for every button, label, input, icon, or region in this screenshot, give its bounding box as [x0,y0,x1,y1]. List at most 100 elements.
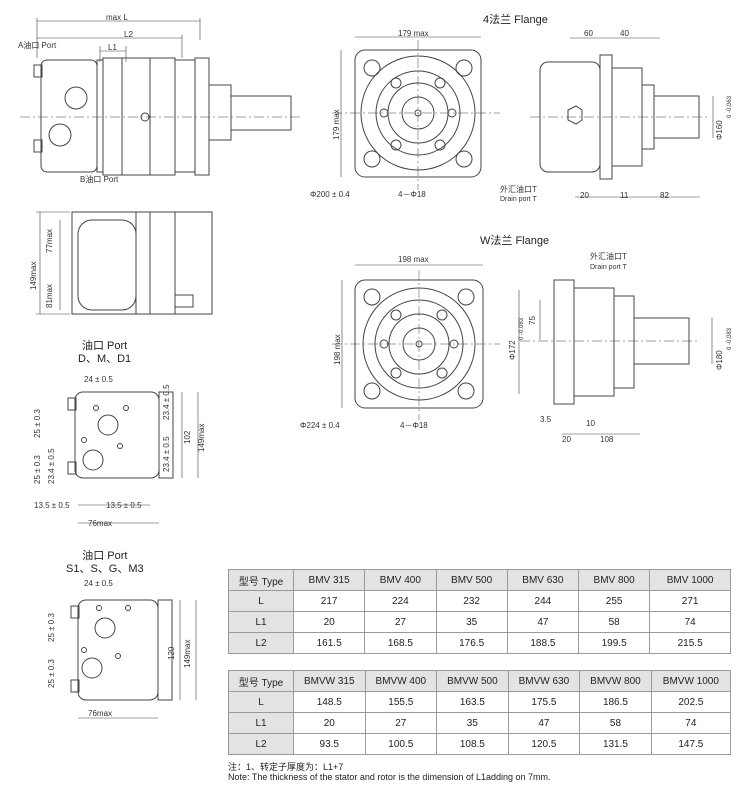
note-cn: 注：1、转定子厚度为：L1+7 [228,762,344,772]
table-cell: 215.5 [649,632,731,654]
table-row: L 148.5 155.5 163.5 175.5 186.5 202.5 [228,691,732,713]
table-row: L2 93.5 100.5 108.5 120.5 131.5 147.5 [228,733,732,755]
table-row: L2 161.5 168.5 176.5 188.5 199.5 215.5 [228,632,731,654]
table-cell: 147.5 [650,733,732,755]
dim-13-5-b: 13.5 ± 0.5 [106,501,142,510]
table-header-row: 型号 Type BMV 315 BMV 400 BMV 500 BMV 630 … [228,569,731,591]
dim-4-phi18-a: 4－Φ18 [398,190,426,199]
dim-25-b: 25 ± 0.3 [33,455,42,484]
dim-25-d: 25 ± 0.3 [47,659,56,688]
dim-60: 60 [584,29,593,38]
dim-82: 82 [660,191,669,200]
tol-phi160: 0 -0.063 [727,95,733,118]
dim-24-b: 24 ± 0.5 [84,579,113,588]
table-cell: L2 [228,632,294,654]
table-cell: 58 [577,611,651,633]
table-row: L1 20 27 35 47 58 74 [228,712,732,734]
tol-phi180: 0 -0.083 [727,327,733,350]
dim-149max-d: 149max [197,423,206,452]
table-cell: 255 [577,590,651,612]
table-row: L 217 224 232 244 255 271 [228,590,731,612]
table-cell: 74 [649,611,731,633]
dim-198-width: 198 max [398,255,429,264]
flange4-front-view [332,36,500,190]
dim-108: 108 [600,435,614,444]
dim-13-5-a: 13.5 ± 0.5 [34,501,70,510]
table-cell: BMVW 630 [507,670,581,692]
table-cell: 27 [364,712,438,734]
port-s-title-en: S1、S、G、M3 [66,562,144,575]
dim-149max: 149max [29,261,38,290]
table-cell: 163.5 [436,691,509,713]
dim-l2: L2 [124,30,133,39]
dim-phi160: Φ160 [715,120,724,140]
table-header-row: 型号 Type BMVW 315 BMVW 400 BMVW 500 BMVW … [228,670,732,692]
drain-port-cn-a: 外汇油口T [500,185,537,194]
table-cell: BMV 630 [506,569,580,591]
dim-phi172: Φ172 [508,340,517,360]
table-cell: 217 [292,590,366,612]
dim-179-width: 179 max [398,29,429,38]
port-d-view [67,391,199,524]
dim-102: 102 [183,430,192,444]
table-cell: 176.5 [435,632,508,654]
dim-23-4-b: 23.4 ± 0.5 [162,436,171,472]
table-cell: 58 [579,712,652,734]
table-cell: BMVW 1000 [650,670,732,692]
table-cell: 188.5 [506,632,580,654]
table-cell: 161.5 [292,632,366,654]
bmvw-spec-table: 型号 Type BMVW 315 BMVW 400 BMVW 500 BMVW … [228,670,732,755]
dim-24-a: 24 ± 0.5 [84,375,113,384]
table-cell: 27 [364,611,437,633]
table-cell: L1 [228,712,294,734]
table-cell: 131.5 [579,733,652,755]
dim-76max-s: 76max [88,709,113,718]
port-s-title: 油口 Port S1、S、G、M3 [66,550,144,575]
flangeW-title: W法兰 Flange [480,235,550,247]
table-cell: 120.5 [507,733,581,755]
flangeW-front-view [332,264,500,420]
drain-port-cn-b: 外汇油口T [590,252,627,261]
dim-25-a: 25 ± 0.3 [33,409,42,438]
table-cell: 155.5 [364,691,438,713]
table-cell: BMVW 800 [579,670,652,692]
dim-198-height: 198 max [333,334,342,365]
table-cell: BMV 400 [364,569,437,591]
table-cell: 20 [292,611,366,633]
table-cell: 224 [364,590,437,612]
port-s-view [70,599,197,719]
table-cell: BMV 1000 [649,569,731,591]
note-en: Note: The thickness of the stator and ro… [228,772,551,782]
table-cell: L [228,590,294,612]
table-cell: 35 [436,712,509,734]
table-cell: BMVW 315 [293,670,366,692]
table-cell: 148.5 [293,691,366,713]
dim-120: 120 [167,646,176,660]
dim-11: 11 [620,191,629,200]
table-cell: 型号 Type [228,569,294,591]
dim-max-l: max L [106,13,128,22]
table-cell: 35 [435,611,508,633]
table-cell: 186.5 [579,691,652,713]
table-cell: L2 [228,733,294,755]
dim-149max-s: 149max [183,639,192,668]
dim-phi224: Φ224 ± 0.4 [300,421,340,430]
drain-port-en-b: Drain port T [590,264,627,271]
dim-phi180: Φ180 [715,350,724,370]
dim-25-c: 25 ± 0.3 [47,613,56,642]
motor-end-view [36,211,213,315]
drain-port-en-a: Drain port T [500,196,537,203]
table-cell: BMV 500 [435,569,508,591]
dim-phi200: Φ200 ± 0.4 [310,190,350,199]
dim-23-4-a: 23.4 ± 0.5 [162,384,171,420]
table-cell: 108.5 [436,733,509,755]
dim-3-5: 3.5 [540,415,552,424]
table-cell: 168.5 [364,632,437,654]
table-cell: BMV 315 [292,569,366,591]
table-cell: 244 [506,590,580,612]
tol-phi172: 0 -0.083 [519,317,525,340]
table-cell: L [228,691,294,713]
table-cell: L1 [228,611,294,633]
table-cell: 271 [649,590,731,612]
